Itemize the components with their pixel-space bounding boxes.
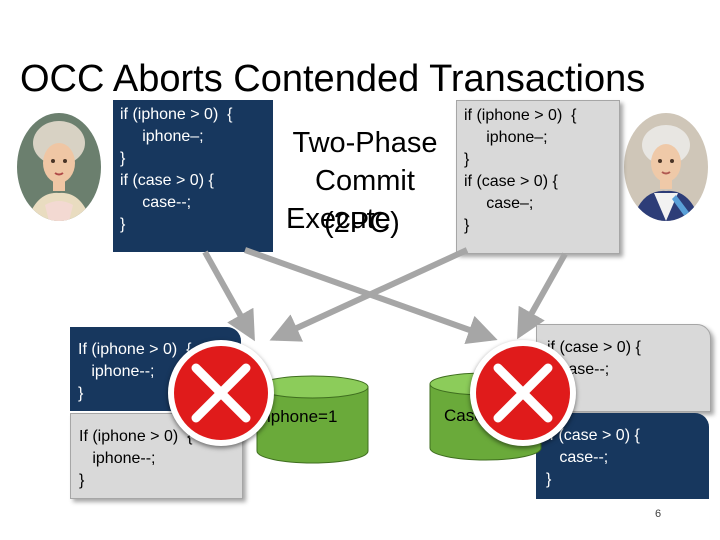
right-server-box-2: if (case > 0) { case--; } (536, 413, 709, 499)
center-label: Two-Phase Commit Execute (2PC) (276, 124, 454, 239)
arrow-right-client-to-server (517, 252, 568, 340)
left-client-code: if (iphone > 0) { iphone–; } if (case > … (113, 100, 273, 252)
arrow-left-client-to-server (202, 250, 255, 342)
abort-x-icon (168, 340, 274, 446)
arrow-right-client-to-left-server (269, 247, 469, 342)
page-number: 6 (655, 508, 662, 520)
two-phase-text: Two-Phase (292, 127, 438, 159)
abort-x-icon (470, 340, 576, 446)
iphone-stock-label: iphone=1 (267, 407, 338, 426)
left-database: iphone=1 (255, 375, 370, 465)
right-client-code: if (iphone > 0) { iphone–; } if (case > … (456, 100, 620, 254)
database-cylinder-icon (256, 375, 369, 464)
execute-text: Execute (286, 203, 391, 235)
slide-title: OCC Aborts Contended Transactions (20, 58, 646, 100)
two-pc-text: (2PC) (324, 207, 400, 239)
commit-text: Commit (315, 165, 415, 197)
left-portrait (17, 113, 101, 221)
